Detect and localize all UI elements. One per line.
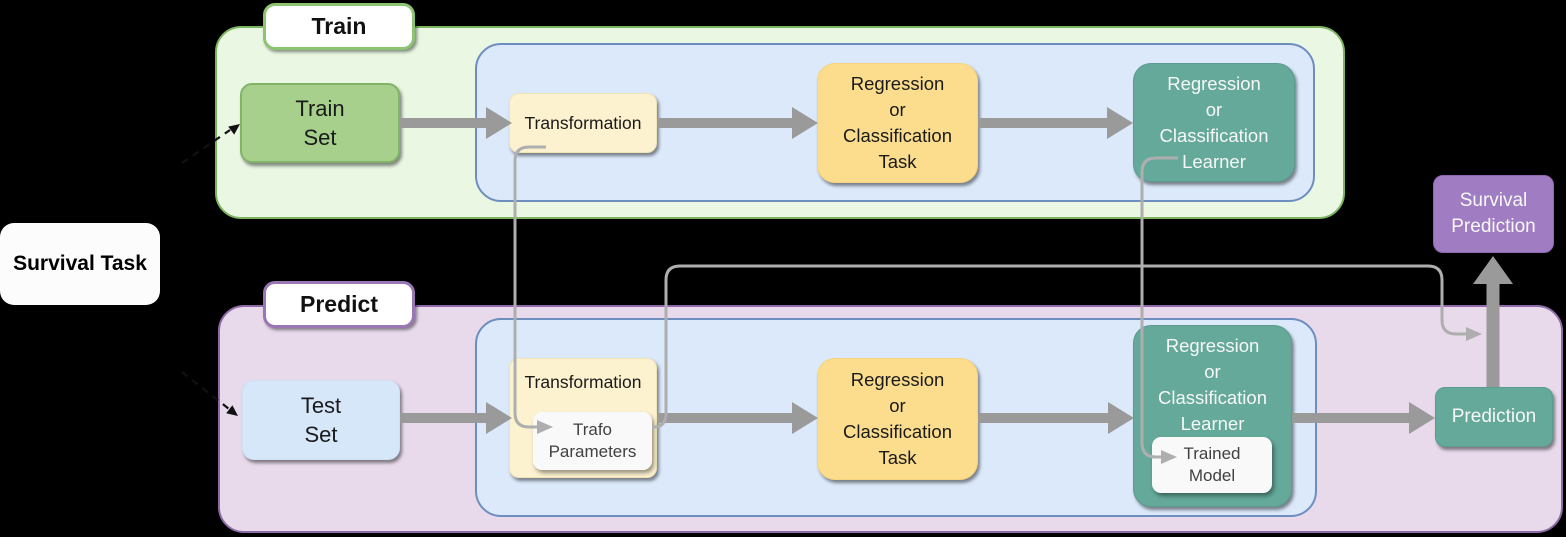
prediction-node: Prediction bbox=[1435, 387, 1553, 447]
train-learner-node: Regression or Classification Learner bbox=[1133, 63, 1295, 182]
survival-task-node: Survival Task bbox=[0, 223, 160, 305]
predict-task-node: Regression or Classification Task bbox=[817, 358, 978, 480]
train-set-node: Train Set bbox=[240, 83, 400, 163]
test-set-node: Test Set bbox=[242, 380, 400, 460]
trafo-parameters-node: Trafo Parameters bbox=[533, 412, 652, 470]
train-section-label-text: Train bbox=[311, 13, 367, 39]
survival-prediction-node: Survival Prediction bbox=[1433, 175, 1554, 253]
trained-model-node: Trained Model bbox=[1152, 437, 1272, 493]
predict-section-label-text: Predict bbox=[300, 291, 378, 317]
predict-section-label: Predict bbox=[263, 281, 415, 328]
train-task-node: Regression or Classification Task bbox=[817, 63, 978, 183]
train-section-label: Train bbox=[263, 3, 415, 50]
train-transformation-node: Transformation bbox=[509, 93, 657, 153]
